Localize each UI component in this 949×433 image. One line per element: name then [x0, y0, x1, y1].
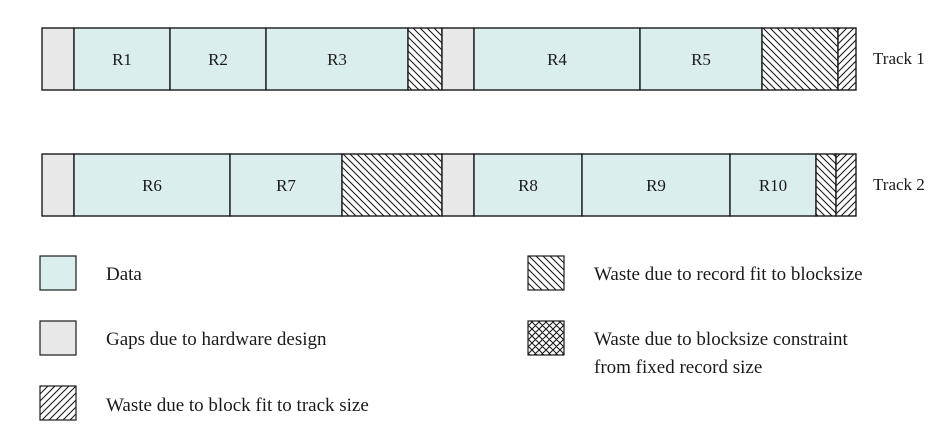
waste-record-fit-block: [407, 27, 443, 91]
waste-record-fit-block: [815, 153, 837, 217]
legend-label-waste-record: Waste due to record fit to blocksize: [594, 264, 863, 285]
record-block: [229, 153, 343, 217]
record-label: R5: [691, 50, 711, 69]
legend: Data Gaps due to hardware design Waste d…: [39, 255, 863, 421]
record-label: R4: [547, 50, 567, 69]
waste-record-fit-block: [341, 153, 443, 217]
record-block: [169, 27, 267, 91]
waste-record-fit-block: [761, 27, 839, 91]
legend-swatch-data: [39, 255, 77, 291]
track-label: Track 2: [873, 175, 925, 194]
track-1: R1 R2 R3 R4 R5 Track 1: [41, 27, 925, 91]
record-label: R2: [208, 50, 228, 69]
record-label: R7: [276, 176, 296, 195]
legend-swatch-gap: [39, 320, 77, 356]
record-block: [473, 153, 583, 217]
record-label: R9: [646, 176, 666, 195]
legend-label-data: Data: [106, 264, 142, 285]
record-block: [265, 27, 409, 91]
gap-block: [441, 153, 475, 217]
legend-label-waste-fixed-line1: Waste due to blocksize constraint: [594, 329, 849, 350]
legend-swatch-waste-track: [39, 385, 77, 421]
record-block: [73, 27, 171, 91]
gap-block: [41, 153, 75, 217]
track-label: Track 1: [873, 49, 925, 68]
legend-label-gap: Gaps due to hardware design: [106, 329, 327, 350]
record-label: R6: [142, 176, 162, 195]
record-block: [729, 153, 817, 217]
waste-track-fit-block: [837, 27, 857, 91]
track-2: R6 R7 R8 R9 R10 Track 2: [41, 153, 925, 217]
record-label: R3: [327, 50, 347, 69]
legend-swatch-waste-fixed: [527, 320, 565, 356]
record-block: [581, 153, 731, 217]
record-block: [639, 27, 763, 91]
record-label: R10: [759, 176, 787, 195]
legend-label-waste-fixed-line2: from fixed record size: [594, 357, 762, 378]
record-block: [473, 27, 641, 91]
record-label: R8: [518, 176, 538, 195]
gap-block: [441, 27, 475, 91]
legend-label-waste-track: Waste due to block fit to track size: [106, 395, 369, 416]
gap-block: [41, 27, 75, 91]
record-block: [73, 153, 231, 217]
waste-track-fit-block: [835, 153, 857, 217]
record-label: R1: [112, 50, 132, 69]
legend-swatch-waste-record: [527, 255, 565, 291]
